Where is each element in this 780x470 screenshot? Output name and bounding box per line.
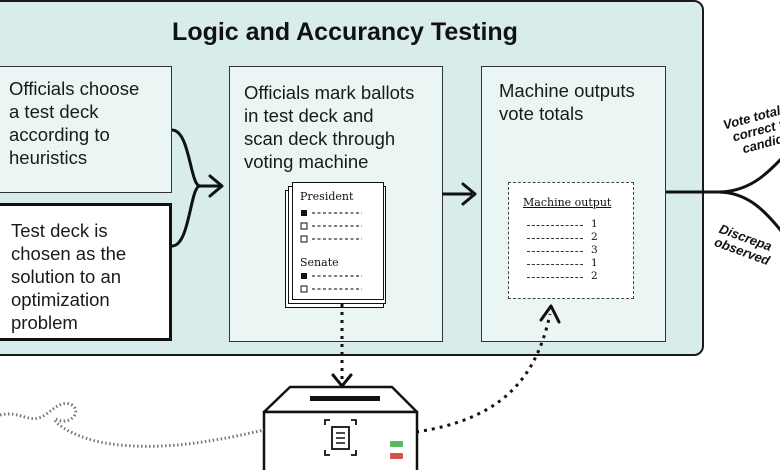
fork-up bbox=[717, 157, 780, 194]
box-line: optimization bbox=[11, 289, 110, 310]
power-cord bbox=[0, 401, 265, 448]
box-line: Machine outputs bbox=[499, 80, 635, 101]
box-line: scan deck through bbox=[244, 128, 396, 149]
scanner-icon-frame bbox=[324, 419, 357, 456]
ballot-checkbox bbox=[300, 285, 308, 293]
box-line: according to bbox=[9, 124, 110, 145]
box-line: heuristics bbox=[9, 147, 88, 168]
dotted-arrow-head-up bbox=[539, 304, 561, 324]
box-line: solution to an bbox=[11, 266, 122, 287]
output-value: 3 bbox=[591, 244, 598, 256]
box-line: in test deck and bbox=[244, 105, 374, 126]
output-dash bbox=[527, 251, 583, 252]
output-dash bbox=[527, 264, 583, 265]
box-line: vote totals bbox=[499, 103, 584, 124]
ballot-race-senate: Senate bbox=[300, 256, 339, 269]
ballot-checkbox bbox=[300, 235, 308, 243]
box-line: chosen as the bbox=[11, 243, 127, 264]
box-line: Test deck is bbox=[11, 220, 108, 241]
output-value: 2 bbox=[591, 270, 598, 282]
output-value: 1 bbox=[591, 218, 598, 230]
box-optimization: Test deck is chosen as the solution to a… bbox=[0, 203, 172, 341]
machine-output-card: Machine output 1 2 3 1 2 bbox=[508, 182, 634, 299]
merge-connector-top bbox=[171, 128, 201, 188]
merge-connector-bottom bbox=[171, 184, 201, 248]
output-value: 1 bbox=[591, 257, 598, 269]
arrow-to-output-head bbox=[461, 182, 477, 206]
machine-output-title: Machine output bbox=[523, 196, 612, 209]
red-indicator bbox=[390, 453, 403, 459]
green-indicator bbox=[390, 441, 403, 447]
diagram-title: Logic and Accurancy Testing bbox=[172, 18, 518, 46]
box-line: Officials mark ballots bbox=[244, 82, 415, 103]
dotted-machine-to-output bbox=[415, 313, 552, 434]
box-line: voting machine bbox=[244, 151, 369, 172]
scanner-icon bbox=[331, 426, 350, 450]
ballot-checkbox bbox=[300, 222, 308, 230]
box-line: a test deck bbox=[9, 101, 99, 122]
fork-down bbox=[717, 190, 780, 232]
box-line: Officials choose bbox=[9, 78, 140, 99]
ballot-checkbox-filled bbox=[301, 210, 307, 216]
ballot-checkbox-filled bbox=[301, 273, 307, 279]
box-choose-heuristics: Officials choose a test deck according t… bbox=[0, 66, 172, 193]
voting-machine-slot bbox=[310, 396, 380, 401]
box-mark-ballots: Officials mark ballots in test deck and … bbox=[229, 66, 443, 342]
output-dash bbox=[527, 277, 583, 278]
box-line: problem bbox=[11, 312, 78, 333]
output-value: 2 bbox=[591, 231, 598, 243]
output-dash bbox=[527, 225, 583, 226]
output-dash bbox=[527, 238, 583, 239]
ballot-race-president: President bbox=[300, 190, 354, 203]
merge-arrow-head bbox=[208, 174, 224, 198]
